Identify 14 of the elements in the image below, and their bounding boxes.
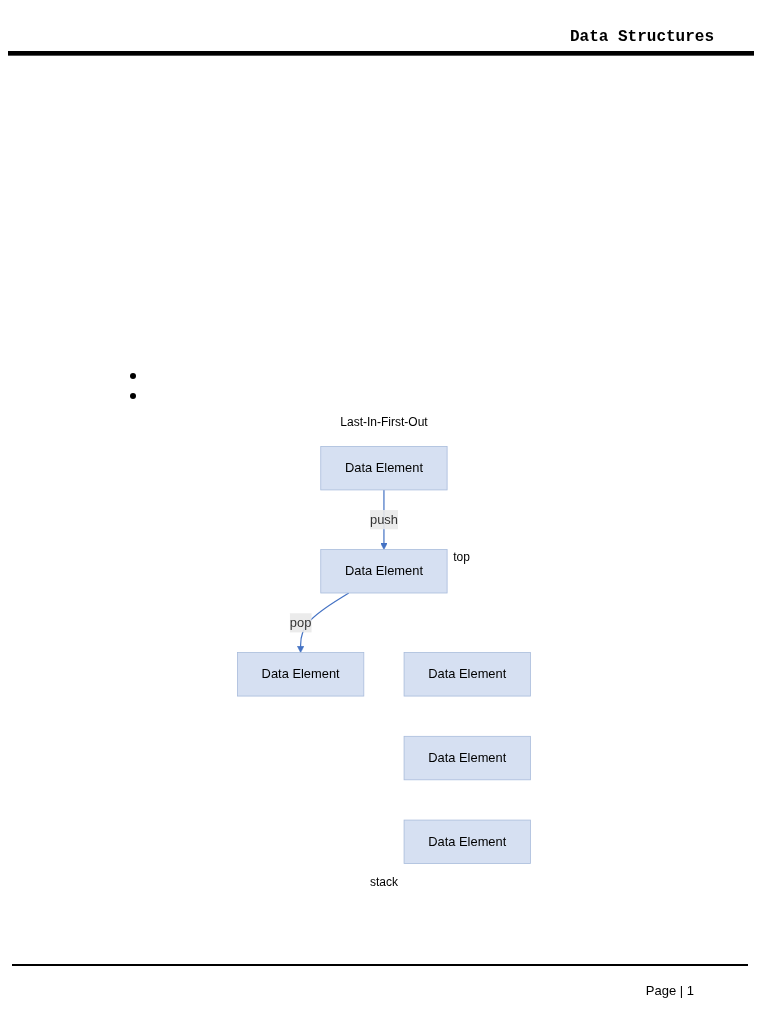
page-number: Page | 1 [645,983,694,998]
node-box: Data Element [403,735,531,781]
node-box: Data Element [403,819,531,864]
edge-label: push [370,512,398,527]
edge-label: pop [289,615,312,630]
diagram-label: Last-In-First-Out [340,415,428,429]
node-caption: top [453,549,470,564]
node-box: Data Element [237,652,365,697]
arrow [297,592,350,653]
node-box: Data Element [403,652,531,697]
page-header: Data Structures [569,28,714,46]
node-box: Data Element [320,549,448,594]
stack-caption: stack [370,875,398,889]
node-box: Data Element [320,446,448,491]
